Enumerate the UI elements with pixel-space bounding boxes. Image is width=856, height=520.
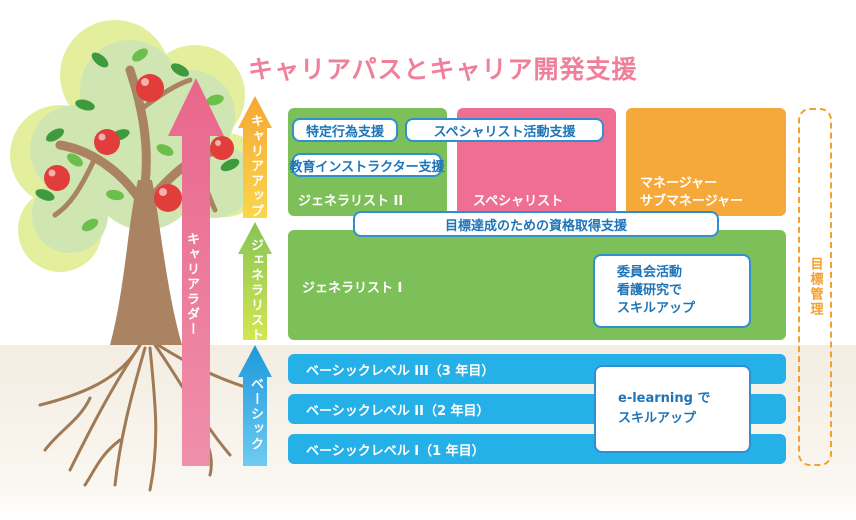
specialist-label: スペシャリスト [473,194,564,209]
elearning-chip: e-learning で スキルアップ [594,365,751,453]
manager-label: マネージャー [640,176,718,191]
apple-tree-illustration [10,20,267,492]
generalist-arrow [238,222,272,340]
elearning-line-1: e-learning で [618,391,711,406]
career-ladder-label: キャリアラダー [184,232,199,337]
skillup-line-2: 看護研究で [617,283,683,298]
instructor-support-chip: 教育インストラクター支援 [289,153,445,177]
basic-arrow [238,345,272,466]
skillup-line-1: 委員会活動 [617,265,683,280]
manager-box [626,108,786,216]
career-up-arrow [238,96,272,218]
goal-management-box: 目標管理 [798,108,832,466]
skillup-line-3: スキルアップ [617,301,696,316]
page-title: キャリアパスとキャリア開発支援 [248,55,638,84]
sub-manager-label: サブマネージャー [640,194,744,209]
basic-label: ベーシック [248,377,263,452]
career-ladder-arrow [168,78,224,466]
basic-level-1-row: ベーシックレベル I（1 年目） [288,434,786,464]
elearning-line-2: スキルアップ [618,411,697,426]
goal-management-label: 目標管理 [807,257,823,317]
specialist-activity-chip: スペシャリスト活動支援 [405,118,604,142]
qualification-support-chip: 目標達成のための資格取得支援 [353,211,719,237]
tokutei-support-chip: 特定行為支援 [292,118,398,142]
generalist-2-label: ジェネラリスト II [298,194,404,209]
skillup-chip: 委員会活動 看護研究で スキルアップ [593,254,751,328]
career-up-label: キャリアアップ [248,114,263,219]
generalist-1-label: ジェネラリスト I [302,281,403,296]
generalist-label: ジェネラリスト [248,238,263,343]
